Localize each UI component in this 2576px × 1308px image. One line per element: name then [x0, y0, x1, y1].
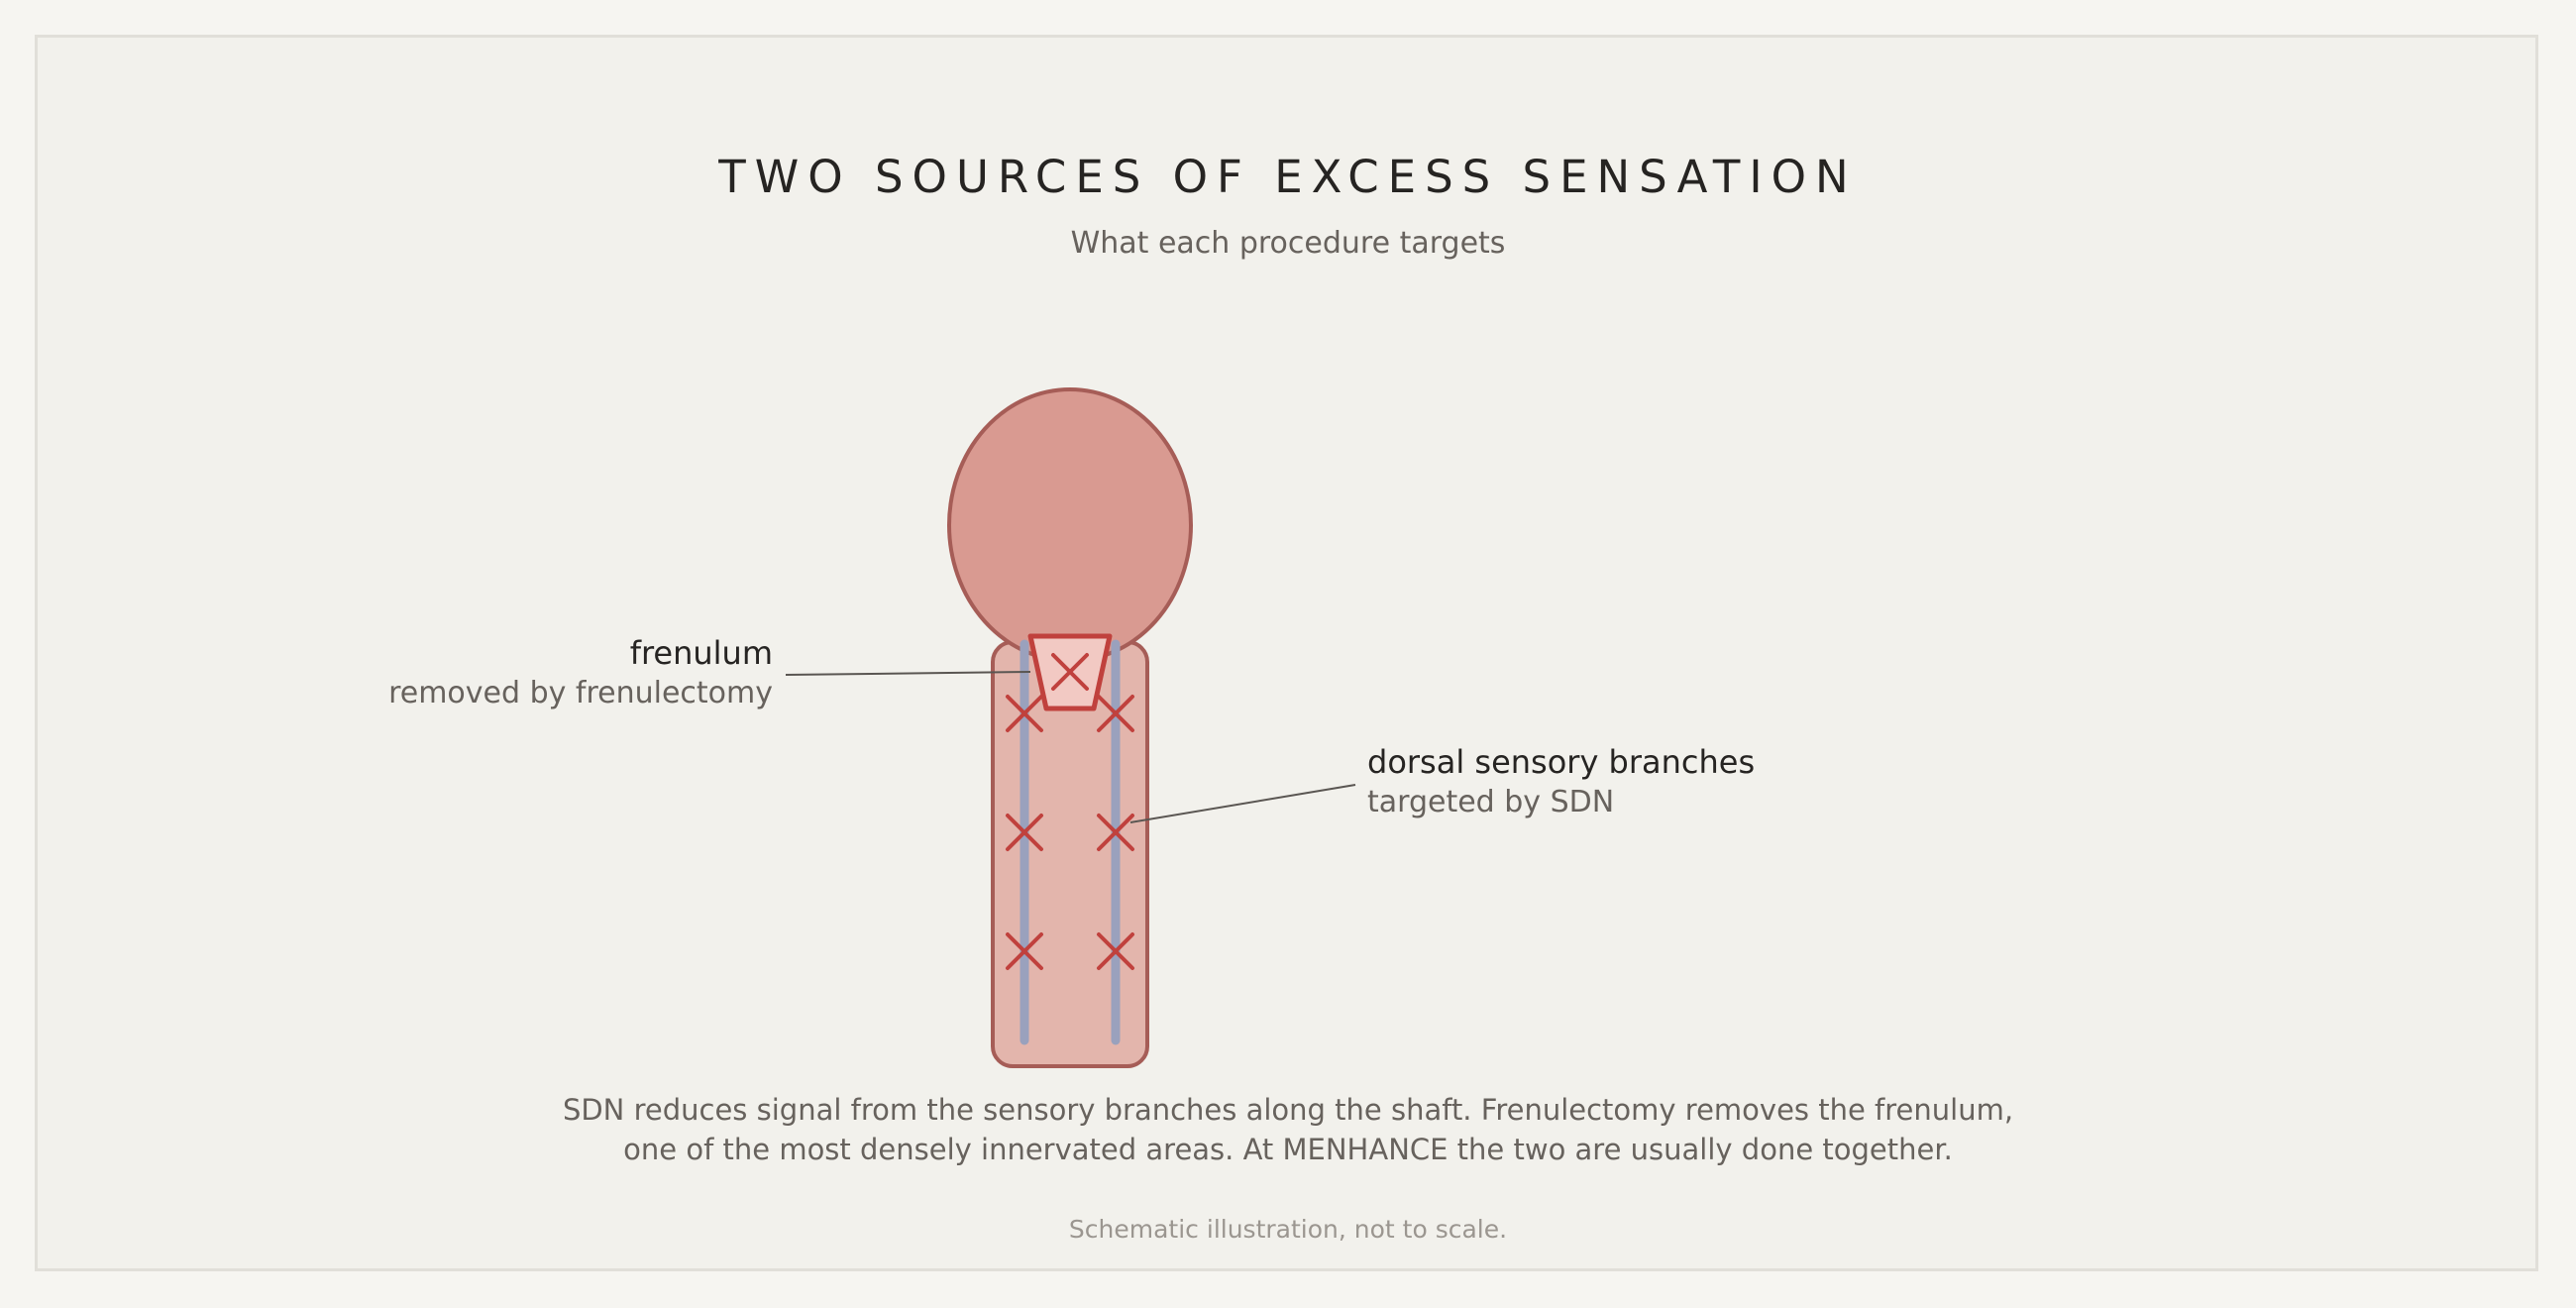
x-mark-icon: [1097, 814, 1134, 851]
caption-line-2: one of the most densely innervated areas…: [623, 1133, 1953, 1166]
figure-subtitle: What each procedure targets: [1070, 226, 1506, 261]
caption: SDN reduces signal from the sensory bran…: [0, 1090, 2576, 1169]
caption-line-1: SDN reduces signal from the sensory bran…: [562, 1093, 2014, 1127]
dorsal-leader-line: [1129, 784, 1356, 823]
frenulum-leader-line: [785, 671, 1031, 676]
figure-frame: [35, 35, 2538, 1271]
frenulum-x-mark-icon: [1051, 653, 1089, 691]
footnote: Schematic illustration, not to scale.: [1068, 1215, 1508, 1244]
x-mark-icon: [1097, 932, 1134, 970]
dorsal-branches-label: dorsal sensory branches: [1367, 743, 1756, 781]
frenulum-description: removed by frenulectomy: [388, 676, 773, 710]
x-mark-icon: [1006, 814, 1043, 851]
x-mark-icon: [1006, 695, 1043, 732]
dorsal-branches-description: targeted by SDN: [1367, 785, 1615, 819]
glans: [947, 387, 1193, 663]
nerve-x-marks: [1006, 695, 1134, 970]
figure-title: TWO SOURCES OF EXCESS SENSATION: [718, 151, 1858, 203]
frenulum-label: frenulum: [629, 634, 773, 672]
x-mark-icon: [1006, 932, 1043, 970]
x-mark-icon: [1097, 695, 1134, 732]
